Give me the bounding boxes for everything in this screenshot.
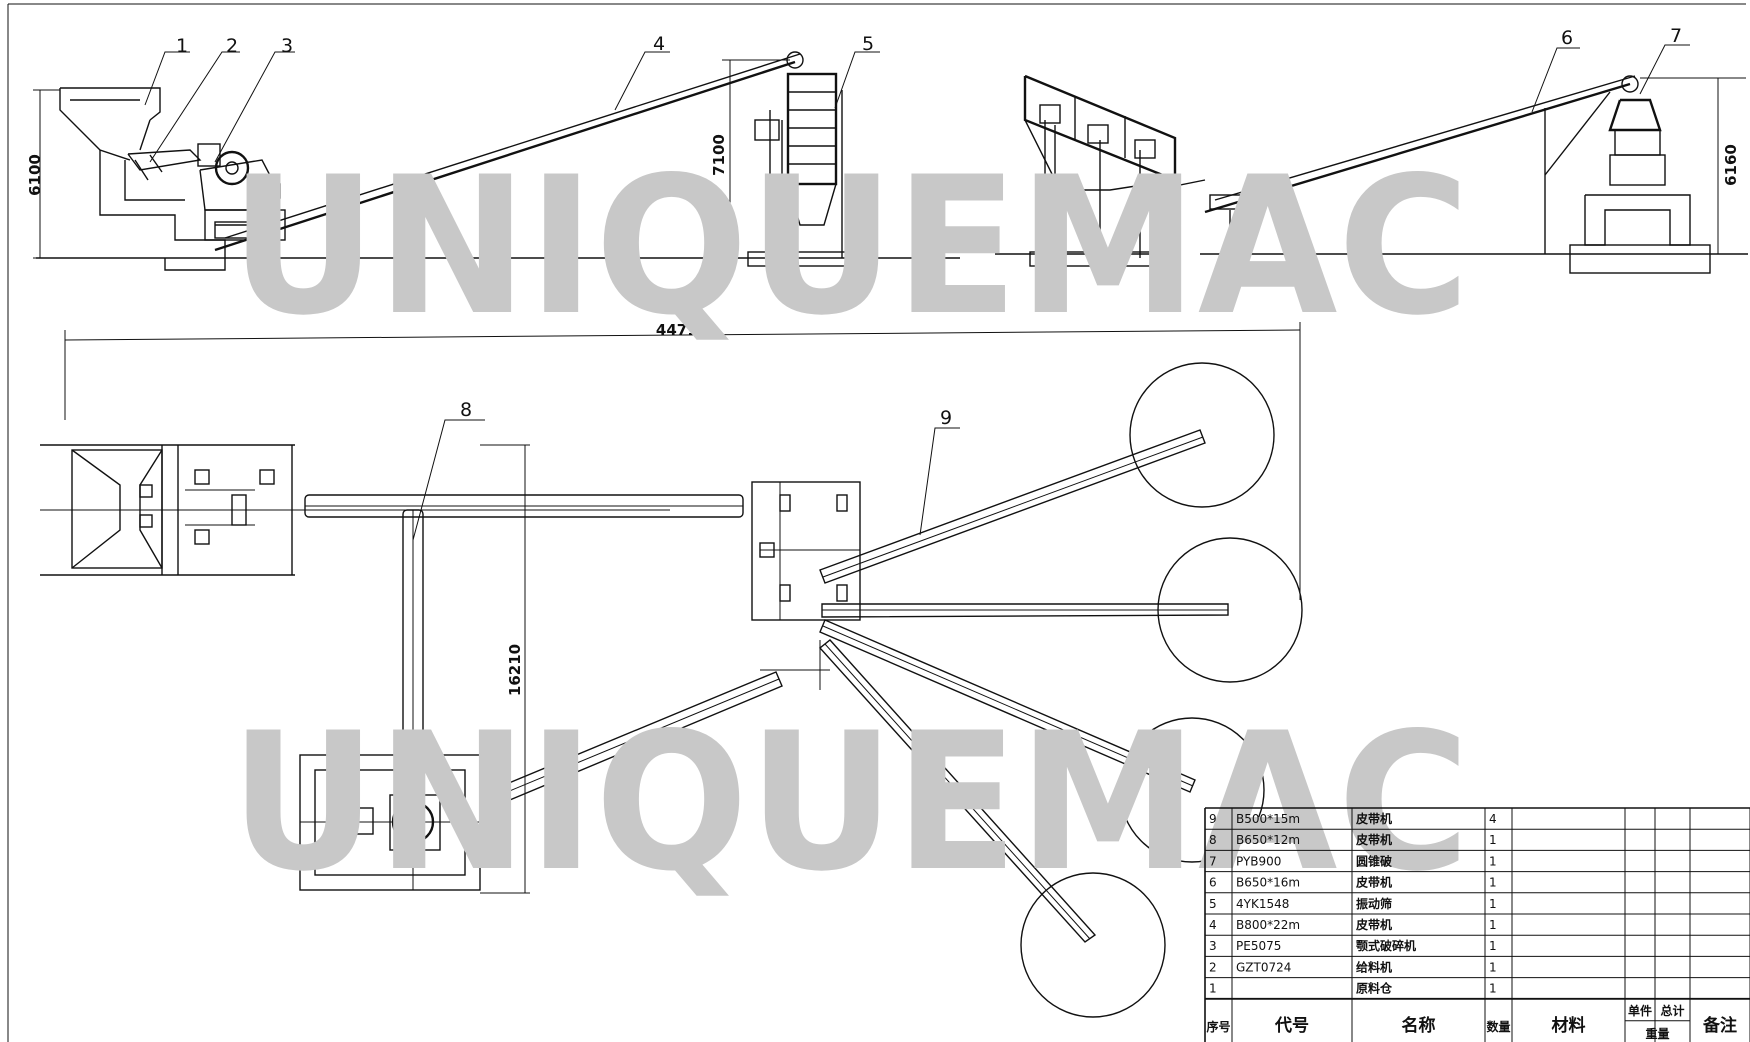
dim-16210: 16210 (506, 644, 524, 696)
table-row-no: 1 (1209, 982, 1217, 996)
parts-table: 9 B500*15m 皮带机 4 8 B650*12m 皮带机 1 7 PYB900 圆锥破 1 6 B6… (1204, 807, 1750, 1042)
table-row-name: 皮带机 (1355, 875, 1392, 890)
table-row-code: GZT0724 (1236, 960, 1291, 974)
table-row-qty: 1 (1489, 876, 1497, 890)
table-row-code: B500*15m (1236, 812, 1300, 826)
watermark-top: UNIQUEMAC (230, 136, 1470, 357)
table-row-name: 皮带机 (1355, 832, 1392, 847)
table-row-no: 8 (1209, 833, 1217, 847)
table-row-code: PYB900 (1236, 854, 1281, 868)
stockpile-1 (1129, 362, 1275, 508)
dim-7100: 7100 (710, 134, 728, 176)
callout-4: 4 (653, 33, 665, 55)
table-row-code: PE5075 (1236, 939, 1281, 953)
table-row-no: 6 (1209, 876, 1217, 890)
callout-2: 2 (226, 35, 238, 57)
callout-3: 3 (281, 35, 293, 57)
table-row-qty: 1 (1489, 854, 1497, 868)
table-row-code: B650*12m (1236, 833, 1300, 847)
dim-6100: 6100 (26, 154, 44, 196)
table-header-weight: 重量 (1645, 1026, 1669, 1041)
table-row-qty: 1 (1489, 918, 1497, 932)
table-row-name: 圆锥破 (1356, 853, 1392, 868)
callout-7: 7 (1670, 25, 1682, 47)
table-row-code: B650*16m (1236, 876, 1300, 890)
dim-6160: 6160 (1722, 144, 1740, 186)
table-row-qty: 1 (1489, 833, 1497, 847)
table-row-name: 皮带机 (1355, 811, 1392, 826)
table-row-no: 9 (1209, 812, 1217, 826)
elevation-view: 6100 (26, 25, 1748, 274)
table-row-qty: 1 (1489, 939, 1497, 953)
plan-cone-station (299, 754, 481, 891)
table-header-no: 序号 (1206, 1019, 1230, 1034)
dim-44710: 44710 (656, 321, 708, 339)
plan-screen (751, 481, 861, 621)
callout-5: 5 (862, 33, 874, 55)
table-header-unit: 单件 (1628, 1003, 1652, 1018)
plan-conveyor-8 (402, 509, 424, 751)
table-header-qty: 数量 (1486, 1019, 1510, 1034)
table-row-no: 5 (1209, 897, 1217, 911)
table-row-qty: 1 (1489, 982, 1497, 996)
stockpile-4 (1020, 872, 1166, 1018)
plan-conveyor-main (304, 494, 744, 518)
table-row-name: 振动筛 (1356, 896, 1392, 911)
vibrating-screen-mid (1023, 74, 1206, 267)
vibrating-feeder (127, 149, 202, 181)
table-row-qty: 1 (1489, 897, 1497, 911)
callout-6: 6 (1561, 27, 1573, 49)
table-row-name: 原料仓 (1356, 981, 1393, 996)
table-header-remark: 备注 (1702, 1015, 1737, 1036)
callout-9: 9 (940, 407, 952, 429)
vibrating-screen-5: 7100 (710, 59, 859, 267)
table-row-no: 4 (1209, 918, 1217, 932)
callout-1: 1 (176, 35, 188, 57)
watermark-bottom: UNIQUEMAC (230, 692, 1470, 913)
table-row-name: 颚式破碎机 (1356, 938, 1416, 953)
belt-conveyor-6 (1204, 75, 1639, 254)
callout-8: 8 (460, 399, 472, 421)
table-header-total: 总计 (1660, 1003, 1684, 1018)
table-row-no: 2 (1209, 960, 1217, 974)
cone-crusher: 6160 (1569, 77, 1746, 274)
table-row-name: 皮带机 (1355, 917, 1392, 932)
table-row-code: 4YK1548 (1236, 897, 1289, 911)
table-row-qty: 1 (1489, 960, 1497, 974)
dim-line-44710 (64, 329, 1301, 341)
table-row-no: 7 (1209, 854, 1217, 868)
table-row-qty: 4 (1489, 812, 1497, 826)
table-header-code: 代号 (1274, 1015, 1309, 1036)
table-row-name: 给料机 (1356, 959, 1392, 974)
raw-material-bin (59, 87, 226, 271)
table-header-material: 材料 (1552, 1015, 1586, 1036)
plan-view: 44710 (40, 321, 1303, 1018)
table-row-code: B800*22m (1236, 918, 1300, 932)
table-row-no: 3 (1209, 939, 1217, 953)
plan-primary-station (40, 444, 670, 576)
plan-conveyors-9 (818, 429, 1229, 943)
table-header-name: 名称 (1402, 1015, 1436, 1036)
stockpile-3 (1119, 717, 1265, 863)
